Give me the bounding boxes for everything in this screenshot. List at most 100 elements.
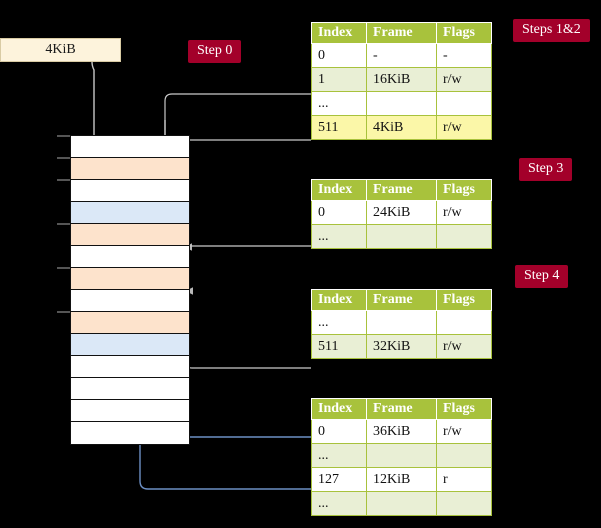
column-header-index: Index bbox=[311, 22, 367, 44]
cell-flags: - bbox=[436, 43, 492, 68]
cell-frame bbox=[366, 491, 437, 516]
cell-frame: 16KiB bbox=[366, 67, 437, 92]
column-header-frame: Frame bbox=[366, 289, 437, 311]
column-header-frame: Frame bbox=[366, 22, 437, 44]
table-row: ... bbox=[311, 224, 492, 249]
cell-frame: 32KiB bbox=[366, 334, 437, 359]
badge-step-3-label: Step 3 bbox=[528, 161, 564, 176]
badge-step-0-label: Step 0 bbox=[197, 43, 233, 58]
memory-row-9 bbox=[71, 334, 189, 356]
column-header-flags: Flags bbox=[436, 22, 492, 44]
column-header-index: Index bbox=[311, 398, 367, 420]
badge-step-4: Step 4 bbox=[515, 265, 569, 288]
column-header-index: Index bbox=[311, 289, 367, 311]
badge-step-3: Step 3 bbox=[519, 158, 573, 181]
cell-frame: - bbox=[366, 43, 437, 68]
cell-index: 127 bbox=[311, 467, 367, 492]
memory-row-2 bbox=[71, 180, 189, 202]
cell-index: ... bbox=[311, 310, 367, 335]
page-box-4kib: 4KiB bbox=[0, 38, 121, 62]
memory-row-11 bbox=[71, 378, 189, 400]
memory-row-3 bbox=[71, 202, 189, 224]
memory-row-6 bbox=[71, 268, 189, 290]
cell-index: ... bbox=[311, 491, 367, 516]
badge-steps-1-2: Steps 1&2 bbox=[513, 19, 590, 42]
table-row: ... bbox=[311, 491, 492, 516]
badge-steps-1-2-label: Steps 1&2 bbox=[522, 22, 581, 37]
wire-step4 bbox=[185, 361, 311, 369]
cell-index: 511 bbox=[311, 115, 367, 140]
cell-index: ... bbox=[311, 91, 367, 116]
cell-frame bbox=[366, 224, 437, 249]
cell-frame bbox=[366, 91, 437, 116]
memory-row-7 bbox=[71, 290, 189, 312]
cell-index: 511 bbox=[311, 334, 367, 359]
memory-tick-8 bbox=[57, 311, 70, 313]
memory-tick-0 bbox=[57, 135, 70, 137]
cell-index: ... bbox=[311, 443, 367, 468]
table-row: ... bbox=[311, 91, 492, 116]
cell-flags: r/w bbox=[436, 115, 492, 140]
memory-row-0 bbox=[71, 136, 189, 158]
table-row: ... bbox=[311, 443, 492, 468]
cell-frame bbox=[366, 310, 437, 335]
memory-row-8 bbox=[71, 312, 189, 334]
cell-flags bbox=[436, 91, 492, 116]
cell-flags: r bbox=[436, 467, 492, 492]
memory-tick-1 bbox=[57, 157, 70, 159]
cell-flags bbox=[436, 224, 492, 249]
cell-flags: r/w bbox=[436, 67, 492, 92]
badge-step-4-label: Step 4 bbox=[524, 268, 560, 283]
cell-index: ... bbox=[311, 224, 367, 249]
column-header-frame: Frame bbox=[366, 179, 437, 201]
memory-column bbox=[70, 135, 190, 445]
memory-row-12 bbox=[71, 400, 189, 422]
cell-frame: 24KiB bbox=[366, 200, 437, 225]
column-header-index: Index bbox=[311, 179, 367, 201]
memory-row-5 bbox=[71, 246, 189, 268]
cell-flags bbox=[436, 491, 492, 516]
table-row: ... bbox=[311, 310, 492, 335]
memory-row-4 bbox=[71, 224, 189, 246]
column-header-flags: Flags bbox=[436, 289, 492, 311]
cell-flags: r/w bbox=[436, 200, 492, 225]
cell-index: 0 bbox=[311, 419, 367, 444]
memory-tick-4 bbox=[57, 223, 70, 225]
column-header-flags: Flags bbox=[436, 179, 492, 201]
cell-index: 0 bbox=[311, 200, 367, 225]
cell-frame: 36KiB bbox=[366, 419, 437, 444]
cell-index: 0 bbox=[311, 43, 367, 68]
memory-tick-6 bbox=[57, 267, 70, 269]
cell-flags: r/w bbox=[436, 419, 492, 444]
cell-flags bbox=[436, 310, 492, 335]
badge-step-0: Step 0 bbox=[188, 40, 242, 63]
cell-flags: r/w bbox=[436, 334, 492, 359]
table-row: 0-- bbox=[311, 43, 492, 68]
memory-row-10 bbox=[71, 356, 189, 378]
cell-frame: 12KiB bbox=[366, 467, 437, 492]
cell-index: 1 bbox=[311, 67, 367, 92]
column-header-frame: Frame bbox=[366, 398, 437, 420]
column-header-flags: Flags bbox=[436, 398, 492, 420]
memory-tick-2 bbox=[57, 179, 70, 181]
page-box-label: 4KiB bbox=[45, 42, 76, 57]
memory-row-13 bbox=[71, 422, 189, 444]
cell-frame bbox=[366, 443, 437, 468]
cell-frame: 4KiB bbox=[366, 115, 437, 140]
memory-row-1 bbox=[71, 158, 189, 180]
